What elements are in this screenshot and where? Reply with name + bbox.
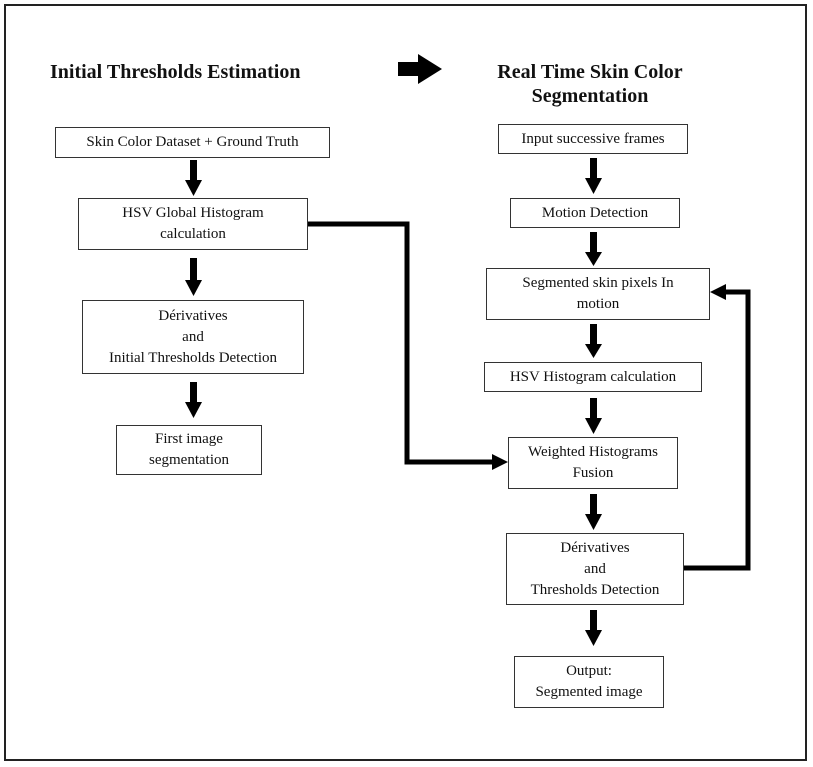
arrow-input-to-motion <box>585 158 602 194</box>
box-derivatives-initial-line3: Initial Thresholds Detection <box>108 349 278 366</box>
box-hsv-global-line1: HSV Global Histogram <box>122 205 264 221</box>
arrow-derivatives-to-output <box>585 610 602 646</box>
box-output-line1: Output: <box>566 663 612 679</box>
box-derivatives-initial: Dérivatives and Initial Thresholds Detec… <box>82 300 304 374</box>
box-skin-pixels-line2: motion <box>576 296 620 312</box>
arrow-hsv-to-derivatives <box>185 258 202 296</box>
box-first-segmentation-line1: First image <box>155 431 223 447</box>
box-skin-pixels-line1: Segmented skin pixels In <box>522 275 674 291</box>
connector-global-to-fusion <box>308 221 508 470</box>
box-hsv-global: HSV Global Histogram calculation <box>78 198 308 250</box>
box-weighted-fusion-line1: Weighted Histograms <box>527 444 659 460</box>
title-left: Initial Thresholds Estimation <box>50 61 301 83</box>
box-derivatives-thresholds-line1: Dérivatives <box>560 539 630 556</box>
box-derivatives-initial-line2: and <box>182 328 204 345</box>
box-skin-pixels: Segmented skin pixels In motion <box>486 268 710 320</box>
box-hsv-global-line2: calculation <box>160 226 226 242</box>
title-right: Real Time Skin Color Segmentation <box>470 60 710 108</box>
arrow-skin-to-hsv <box>585 324 602 358</box>
box-derivatives-thresholds-line2: and <box>584 560 606 577</box>
arrow-dataset-to-hsv <box>185 160 202 196</box>
box-weighted-fusion-line2: Fusion <box>572 465 614 481</box>
section-arrow <box>398 54 442 84</box>
box-first-segmentation-line2: segmentation <box>149 452 229 468</box>
box-weighted-fusion: Weighted Histograms Fusion <box>508 437 678 489</box>
box-first-segmentation: First image segmentation <box>116 425 262 475</box>
title-right-line2: Segmentation <box>531 85 649 107</box>
right-arrows <box>585 158 602 646</box>
arrow-hsv-to-fusion <box>585 398 602 434</box>
arrow-motion-to-skin <box>585 232 602 266</box>
title-right-line1: Real Time Skin Color <box>497 61 683 83</box>
connector-feedback <box>684 284 751 571</box>
arrow-fusion-to-derivatives <box>585 494 602 530</box>
box-derivatives-initial-line1: Dérivatives <box>158 307 228 324</box>
box-derivatives-thresholds-line3: Thresholds Detection <box>530 581 660 598</box>
box-dataset: Skin Color Dataset + Ground Truth <box>55 127 330 158</box>
diagram-frame <box>4 4 807 761</box>
box-input-frames: Input successive frames <box>498 124 688 154</box>
box-hsv-histogram-label: HSV Histogram calculation <box>509 368 677 385</box>
box-motion-detection: Motion Detection <box>510 198 680 228</box>
box-output: Output: Segmented image <box>514 656 664 708</box>
box-output-line2: Segmented image <box>535 684 643 700</box>
box-motion-detection-label: Motion Detection <box>541 204 649 221</box>
box-dataset-label: Skin Color Dataset + Ground Truth <box>86 134 299 150</box>
box-derivatives-thresholds: Dérivatives and Thresholds Detection <box>506 533 684 605</box>
arrow-derivatives-to-first <box>185 382 202 418</box>
left-arrows <box>185 160 202 418</box>
box-hsv-histogram: HSV Histogram calculation <box>484 362 702 392</box>
box-input-frames-label: Input successive frames <box>521 130 665 147</box>
